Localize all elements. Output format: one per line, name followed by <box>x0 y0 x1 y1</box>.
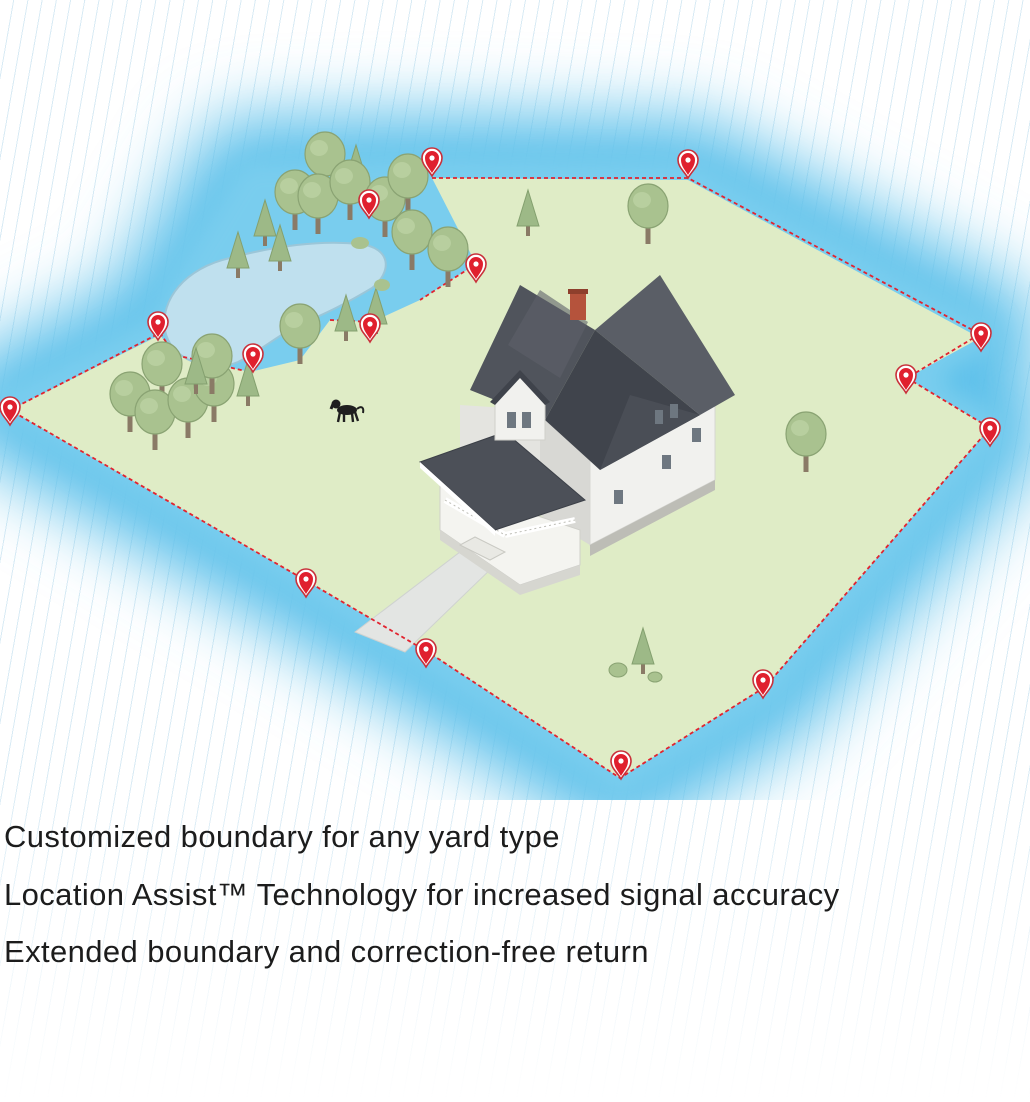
yard-trees <box>516 183 827 683</box>
feature-item: Location Assist™ Technology for increase… <box>4 876 840 912</box>
feature-item: Extended boundary and correction-free re… <box>4 934 649 969</box>
boundary-line <box>9 177 992 780</box>
house <box>419 275 735 595</box>
forest-cluster <box>226 131 469 365</box>
feature-item: Customized boundary for any yard type <box>4 819 560 854</box>
dog <box>329 399 365 423</box>
feature-list: Customized boundary for any yard type Lo… <box>4 808 1024 981</box>
yard-illustration <box>0 112 1030 800</box>
